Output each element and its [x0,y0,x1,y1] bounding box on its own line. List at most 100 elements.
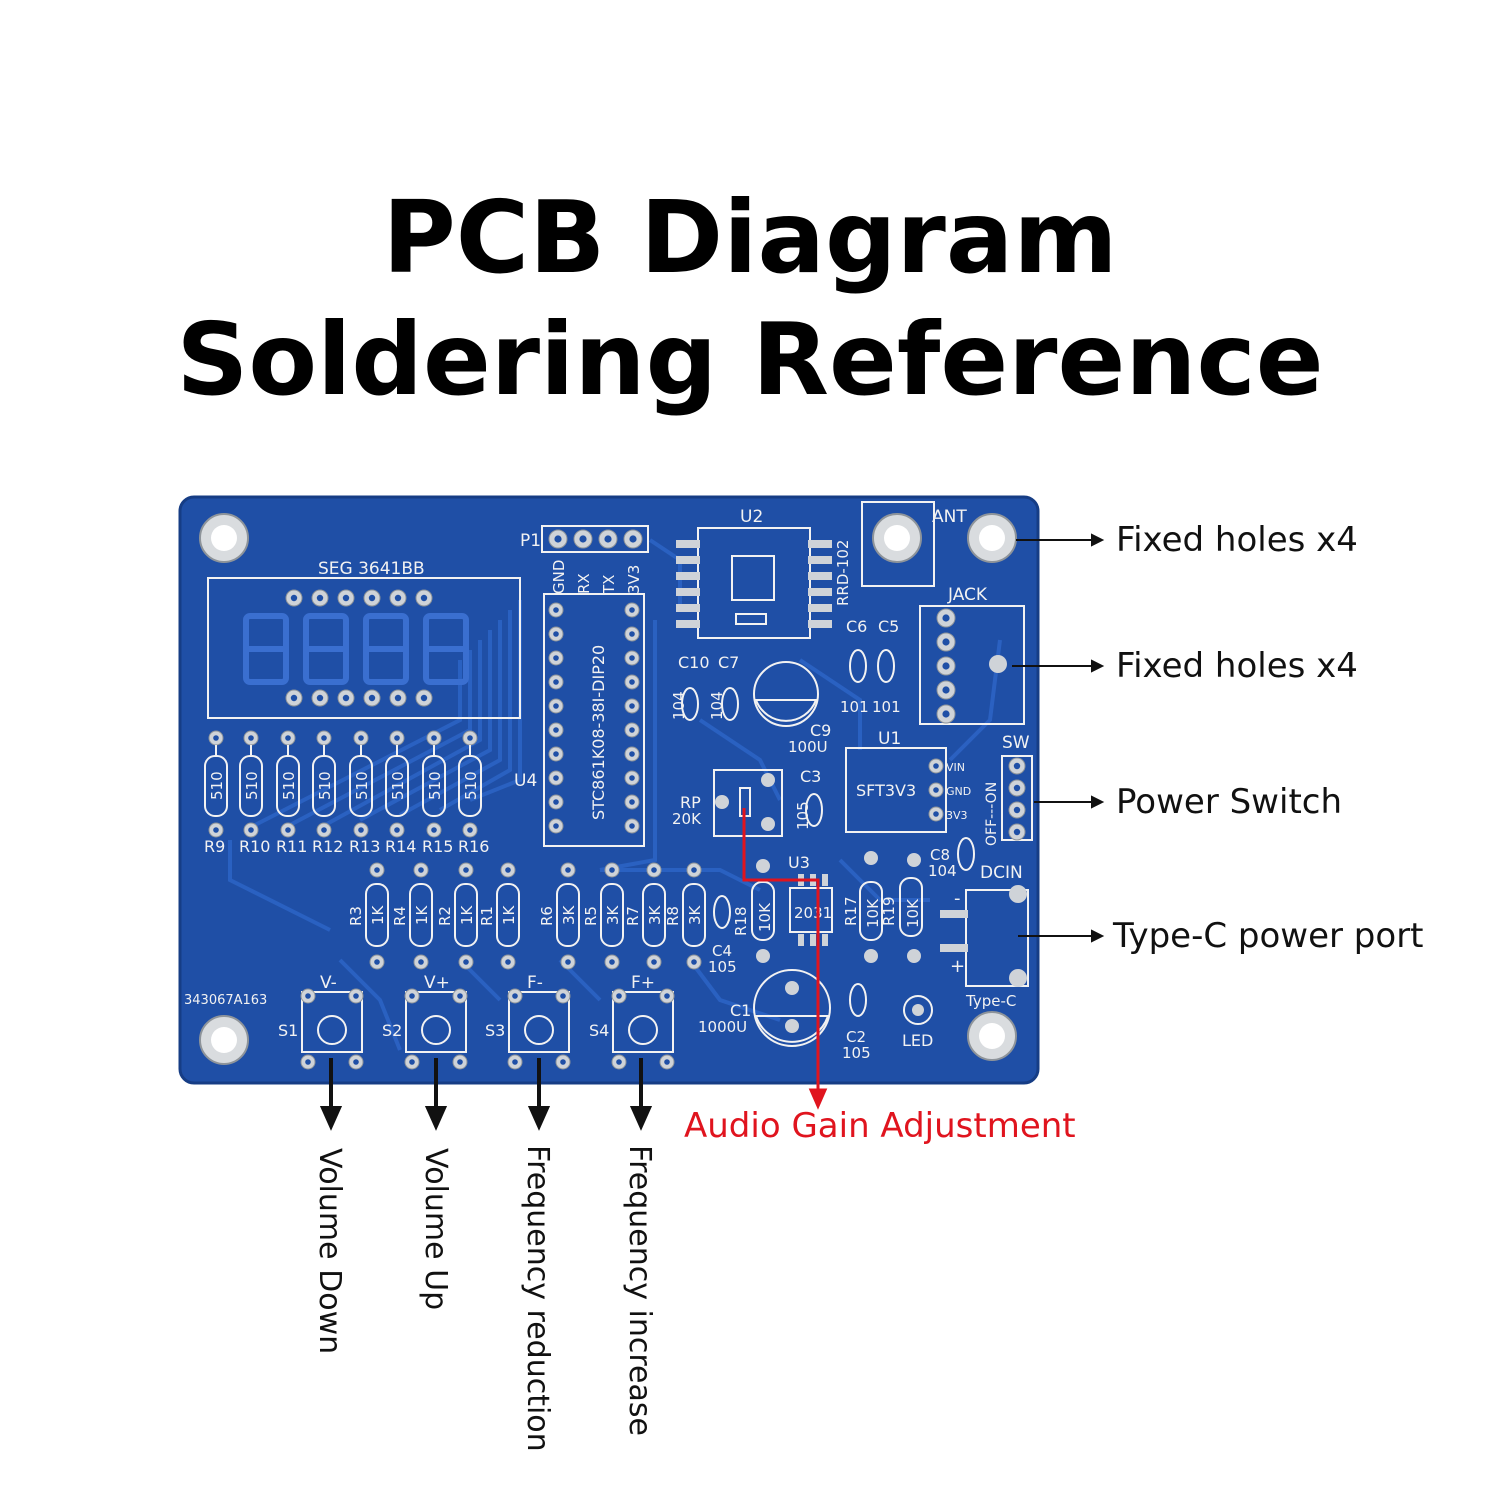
pad-hole [463,959,469,965]
jack-label: JACK [947,585,988,605]
annotation-fixed-holes-jack: Fixed holes x4 [1116,646,1358,686]
button-outline [508,991,570,1053]
c4-value: 105 [708,958,737,976]
board-code: 343067A163 [184,993,267,1008]
pad-hole [467,735,473,741]
resistor-row-510: 510R9510R10510R11510R12510R13510R14510R1… [204,730,489,856]
pad-hole [457,1059,463,1065]
c1-pad [785,981,799,995]
pad-hole [664,993,670,999]
resistor-body [556,883,580,947]
resistor-body [454,883,478,947]
u1-pin-label: 3V3 [946,809,968,822]
pad-hole [409,993,415,999]
pad-hole [467,827,473,833]
p1-pads [548,529,643,549]
resistor-value: 510 [280,771,298,800]
u2-pads [676,540,832,628]
pad-hole [316,694,324,702]
typec-plus-label: + [950,956,965,977]
pad-hole [553,799,559,805]
u4-chip-label: STC861K08-38I-DIP20 [589,645,608,820]
pad-hole [616,993,622,999]
u2-crystal [731,555,775,601]
c6-outline [849,649,867,683]
resistor-body [642,883,666,947]
pad-hole [431,827,437,833]
seg-pads [285,589,433,707]
resistor-body [276,755,300,817]
label-frequency-reduction: Frequency reduction [520,1145,555,1452]
r18-value: 10K [756,902,774,932]
pad-hole [629,655,635,661]
resistor-body [600,883,624,947]
pad-hole [629,607,635,613]
seg-display-outline [207,577,521,719]
pad-hole [933,763,939,769]
resistor-value: 3K [604,904,622,925]
c1-label: C1 [730,1001,751,1020]
pad-hole [353,1059,359,1065]
c5-label: C5 [878,617,899,636]
led-label: LED [902,1031,933,1050]
typec-pad [940,944,968,952]
button-outline [612,991,674,1053]
pad-hole [629,535,637,543]
pad-hole [554,535,562,543]
pad-hole [942,614,950,622]
button-outline [301,991,363,1053]
c7-value: 104 [708,691,726,720]
annotation-fixed-holes-top: Fixed holes x4 [1116,520,1358,560]
u2-pad [676,540,700,548]
pad-hole [651,959,657,965]
r17-label: R17 [842,896,860,926]
u3-pad [822,934,828,946]
pad-hole [629,799,635,805]
pad-hole [1013,806,1021,814]
pad-hole [512,1059,518,1065]
pad-hole [342,594,350,602]
u3-pad [798,934,804,946]
mounting-hole-ant [872,513,922,563]
mounting-hole-bottom-right [967,1011,1017,1061]
u3-pad [810,934,816,946]
rp-pad [715,795,729,809]
p1-pin-label: RX [575,573,593,594]
button-label: V- [320,973,337,993]
sw-pads [1008,757,1026,841]
c6-label: C6 [846,617,867,636]
u2-small-part [735,613,767,625]
resistor-body [365,883,389,947]
pad-hole [394,735,400,741]
resistor-value: 510 [353,771,371,800]
rp-outline [713,769,783,837]
pad-hole [565,959,571,965]
pad-hole [629,679,635,685]
pad-hole [213,735,219,741]
pad-hole [290,694,298,702]
resistor-value: 3K [560,904,578,925]
resistor-name: R14 [385,837,416,856]
pad-hole [560,993,566,999]
c3-label: C3 [800,767,821,786]
r19-value: 10K [904,898,922,928]
resistor-name: R9 [204,837,225,856]
c1-value: 1000U [698,1018,747,1036]
u2-pad [808,620,832,628]
pad-hole [565,867,571,873]
annotation-power-switch: Power Switch [1116,782,1343,822]
title-line-2: Soldering Reference [176,301,1324,418]
resistor-value: 510 [462,771,480,800]
pad-hole [604,535,612,543]
pad-hole [409,1059,415,1065]
c4-outline [713,895,731,929]
c1-hatch [754,1015,830,1043]
resistor-value: 510 [316,771,334,800]
pad-hole [431,735,437,741]
u4-outline [543,593,645,847]
pad-hole [321,827,327,833]
button-outline [405,991,467,1053]
c2-value: 105 [842,1044,871,1062]
